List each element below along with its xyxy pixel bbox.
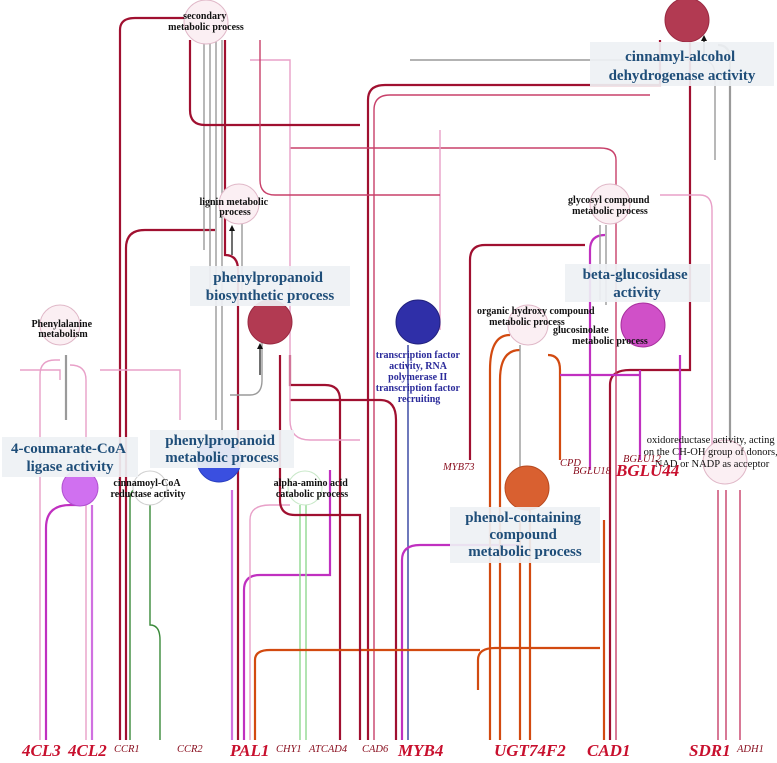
edge-ugt-organic-3 [476, 646, 600, 690]
label-cinnamoyl-coa-reductase-activity: cinnamoyl-CoA reductase activity [110, 478, 185, 500]
label-glucosinolate: glucosinolate metabolic process [553, 325, 648, 347]
gene-label-4cl2: 4CL2 [67, 741, 107, 760]
edge-atcad4-cinnamyl [288, 355, 342, 740]
edge-ccr1-cinnamoyl [129, 487, 141, 740]
edge-ugt-organic-2 [498, 348, 521, 740]
node-cinnamoyl-coa-reductase-activity[interactable] [132, 470, 168, 506]
edge-myb4-magenta [400, 543, 520, 740]
label-transcription-factor: transcription factor activity, RNA polym… [376, 350, 462, 405]
node-alpha-amino-acid-catabolic-process[interactable] [287, 470, 323, 506]
edge-cad6-cinnamyl-2 [373, 94, 650, 740]
edge-crimson-loop [278, 355, 362, 740]
gene-label-myb73: MYB73 [442, 462, 475, 473]
gene-label-cpd: CPD [560, 458, 581, 469]
label-phenylpropanoid-metabolic: phenylpropanoid metabolic process [165, 433, 279, 466]
edge-4cl3-phenylalanine [39, 359, 60, 740]
label-secondary-metabolic-process: secondary metabolic process [168, 11, 244, 33]
label-organic-hydroxy-compound: organic hydroxy compound metabolic proce… [477, 306, 597, 328]
gene-label-sdr1: SDR1 [689, 741, 731, 760]
label-phenylalanine-metabolism: Phenylalanine metabolism [31, 319, 94, 340]
edge-cpd [547, 353, 562, 460]
edge-myb4-crimson [290, 398, 398, 740]
gene-label-ugt74f2: UGT74F2 [494, 741, 566, 760]
node-oxidoreductase-activity[interactable] [702, 439, 748, 485]
gene-label-bglu44: BGLU44 [615, 461, 679, 480]
label-alpha-amino-acid: alpha-amino acid catabolic process [274, 478, 351, 500]
edge-pink-2 [100, 369, 181, 420]
node-phenylpropanoid-biosynthetic-process[interactable] [247, 299, 293, 345]
label-box-coumarate [2, 437, 138, 477]
label-4-coumarate-coa-ligase: 4-coumarate-CoA ligase activity [11, 441, 129, 475]
label-box-phenylpropanoid-bio [190, 266, 350, 306]
edge-cad1-cinnamyl [608, 40, 692, 740]
edge-gray-phenylpropanoid [230, 340, 263, 396]
node-transcription-factor-activity[interactable] [395, 299, 441, 345]
gene-label-4cl3: 4CL3 [21, 741, 61, 760]
label-lignin-metabolic-process: lignin metabolic process [199, 197, 270, 218]
edge-pal1-magenta [242, 470, 332, 740]
label-box-phenol [450, 507, 600, 563]
edge-ugt-organic-4 [253, 648, 480, 740]
label-phenol-containing: phenol-containing compound metabolic pro… [465, 510, 585, 560]
edge-ccr1-lignin [124, 228, 215, 740]
gene-label-ccr2: CCR2 [177, 744, 203, 755]
label-layer: secondary metabolic process lignin metab… [2, 11, 777, 760]
edge-myb73 [468, 243, 585, 460]
node-phenol-containing-compound[interactable] [504, 465, 550, 511]
edge-crimson-mid [188, 40, 360, 127]
node-organic-hydroxy-compound[interactable] [507, 304, 549, 346]
gene-label-pal1: PAL1 [229, 741, 269, 760]
edge-4cl3 [44, 503, 80, 740]
node-phenylalanine-metabolism[interactable] [39, 304, 81, 346]
gene-label-bglu12: BGLU12 [623, 454, 662, 465]
label-oxidoreductase-activity: oxidoreductase activity, acting on the C… [644, 435, 777, 470]
label-box-beta-glucosidase [565, 264, 710, 302]
node-beta-glucosidase-activity[interactable] [620, 302, 666, 348]
edge-4cl2-phenylalanine [69, 364, 87, 740]
edge-pal1-alpha [249, 504, 290, 740]
edge-pink-3 [250, 59, 360, 441]
edge-bglu18 [588, 233, 606, 470]
gene-label-cad1: CAD1 [587, 741, 630, 760]
edge-ugt-organic-1 [488, 333, 511, 740]
edge-pink-5 [660, 194, 713, 460]
edge-oxidoreductase-cinnamyl [717, 43, 732, 440]
edge-cad6-cinnamyl [366, 40, 662, 740]
gene-label-cad6: CAD6 [362, 744, 389, 755]
label-beta-glucosidase: beta-glucosidase activity [583, 267, 692, 301]
edge-layer [20, 16, 741, 740]
edge-pink-1 [20, 369, 61, 380]
gene-label-myb4: MYB4 [397, 741, 443, 760]
label-box-cinnamyl [590, 42, 774, 86]
node-cinnamyl-alcohol-dehydrogenase-activity[interactable] [664, 0, 710, 43]
node-secondary-metabolic-process[interactable] [183, 0, 229, 45]
edge-cad1-lignin [290, 147, 617, 740]
gene-label-chy1: CHY1 [276, 744, 302, 755]
gene-label-ccr1: CCR1 [114, 744, 140, 755]
gene-label-atcad4: ATCAD4 [308, 744, 348, 755]
edge-ccr1-secondary [118, 16, 190, 740]
gene-label-bglu18: BGLU18 [573, 466, 612, 477]
node-lignin-metabolic-process[interactable] [218, 183, 260, 225]
edge-rose-mid [259, 40, 440, 196]
edge-ccr2-cinnamoyl [149, 500, 161, 740]
node-glycosyl-compound[interactable] [589, 183, 631, 225]
label-glycosyl-compound: glycosyl compound metabolic process [568, 195, 652, 217]
gene-label-adh1: ADH1 [736, 744, 764, 755]
label-phenylpropanoid-biosynthetic: phenylpropanoid biosynthetic process [206, 270, 335, 304]
label-box-phenylpropanoid-met [150, 430, 294, 468]
label-cinnamyl-alcohol-dehydrogenase: cinnamyl-alcohol dehydrogenase activity [609, 49, 756, 84]
